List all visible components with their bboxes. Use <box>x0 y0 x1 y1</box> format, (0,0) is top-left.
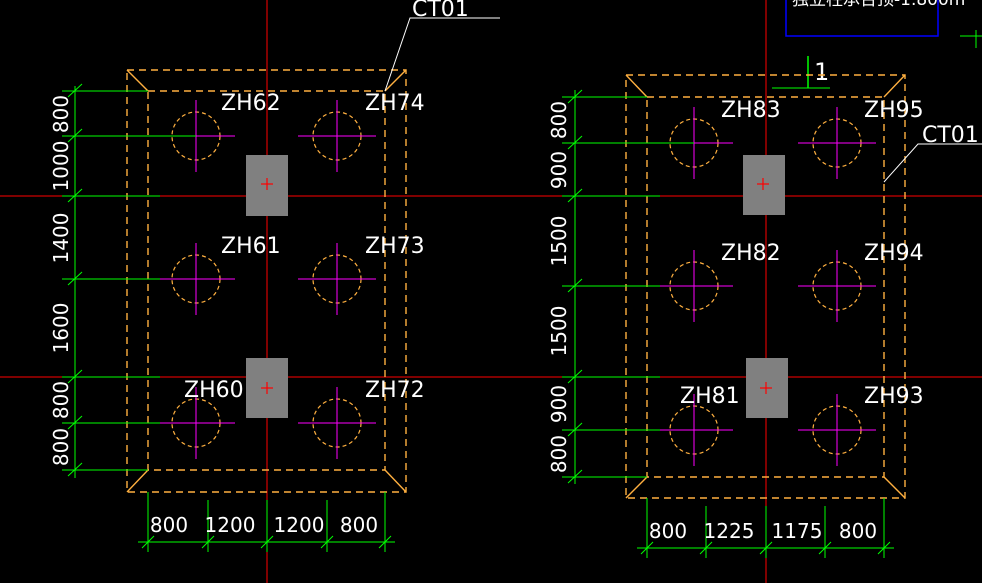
right-pile-labels: ZH83 ZH95 ZH82 ZH94 ZH81 ZH93 <box>680 98 924 409</box>
note-side-marks <box>960 30 982 48</box>
pile-circle <box>655 394 733 466</box>
left-cap-label: CT01 <box>412 0 469 22</box>
pile-label: ZH83 <box>721 98 781 123</box>
dim-label: 800 <box>49 428 73 466</box>
pile-label: ZH60 <box>184 378 244 403</box>
left-vertical-dims: 800 1000 1400 1600 800 800 <box>49 83 196 478</box>
dim-label: 1200 <box>274 513 325 537</box>
left-piles <box>157 100 376 459</box>
dim-label: 1600 <box>49 303 73 354</box>
dim-label: 800 <box>547 101 571 139</box>
dim-label: 1000 <box>49 141 73 192</box>
note-box <box>785 0 939 37</box>
pile-label: ZH62 <box>221 91 281 116</box>
dim-label: 800 <box>49 95 73 133</box>
pile-label: ZH72 <box>365 378 425 403</box>
pile-circle <box>798 107 876 179</box>
dim-label: 800 <box>839 519 877 543</box>
pile-circle <box>298 387 376 459</box>
right-vertical-dims: 800 900 1500 1500 900 800 <box>547 89 694 484</box>
dim-label: 1400 <box>49 213 73 264</box>
left-cap: CT01 <box>49 0 500 552</box>
section-mark-text: 1 <box>814 58 829 86</box>
pile-label: ZH93 <box>864 384 924 409</box>
dim-label: 900 <box>547 385 571 423</box>
dim-label: 1200 <box>205 513 256 537</box>
dim-label: 800 <box>547 435 571 473</box>
dim-label: 1500 <box>547 216 571 267</box>
left-horizontal-dims: 800 1200 1200 800 <box>138 492 395 552</box>
pile-label: ZH82 <box>721 241 781 266</box>
pile-label: ZH74 <box>365 91 425 116</box>
dim-label: 800 <box>150 513 188 537</box>
pile-label: ZH81 <box>680 384 740 409</box>
pile-label: ZH95 <box>864 98 924 123</box>
dim-label: 1500 <box>547 306 571 357</box>
right-horizontal-dims: 800 1225 1175 800 <box>637 498 894 558</box>
dim-label: 1225 <box>704 519 755 543</box>
right-cap: CT01 <box>547 74 982 558</box>
section-mark: 1 <box>772 56 830 89</box>
pile-circle <box>298 100 376 172</box>
dim-label: 800 <box>649 519 687 543</box>
pile-circle <box>798 250 876 322</box>
pile-circle <box>655 250 733 322</box>
left-pile-labels: ZH62 ZH74 ZH61 ZH73 ZH60 ZH72 <box>184 91 425 403</box>
right-cap-label: CT01 <box>922 123 979 148</box>
pile-circle <box>157 243 235 315</box>
note-text: 独立柱承台顶-1.800m <box>792 0 965 10</box>
pile-label: ZH94 <box>864 241 924 266</box>
left-cap-leader <box>384 17 500 92</box>
dim-label: 800 <box>340 513 378 537</box>
dim-label: 900 <box>547 151 571 189</box>
left-cap-outline <box>126 69 407 493</box>
pile-label: ZH73 <box>365 234 425 259</box>
pile-circle <box>798 394 876 466</box>
right-cap-leader <box>883 143 982 183</box>
pile-label: ZH61 <box>221 234 281 259</box>
right-column-upper <box>743 155 785 215</box>
pile-circle <box>157 387 235 459</box>
pile-circle <box>298 243 376 315</box>
top-note: 独立柱承台顶-1.800m <box>785 0 965 37</box>
dim-label: 800 <box>49 381 73 419</box>
dim-label: 1175 <box>772 519 823 543</box>
